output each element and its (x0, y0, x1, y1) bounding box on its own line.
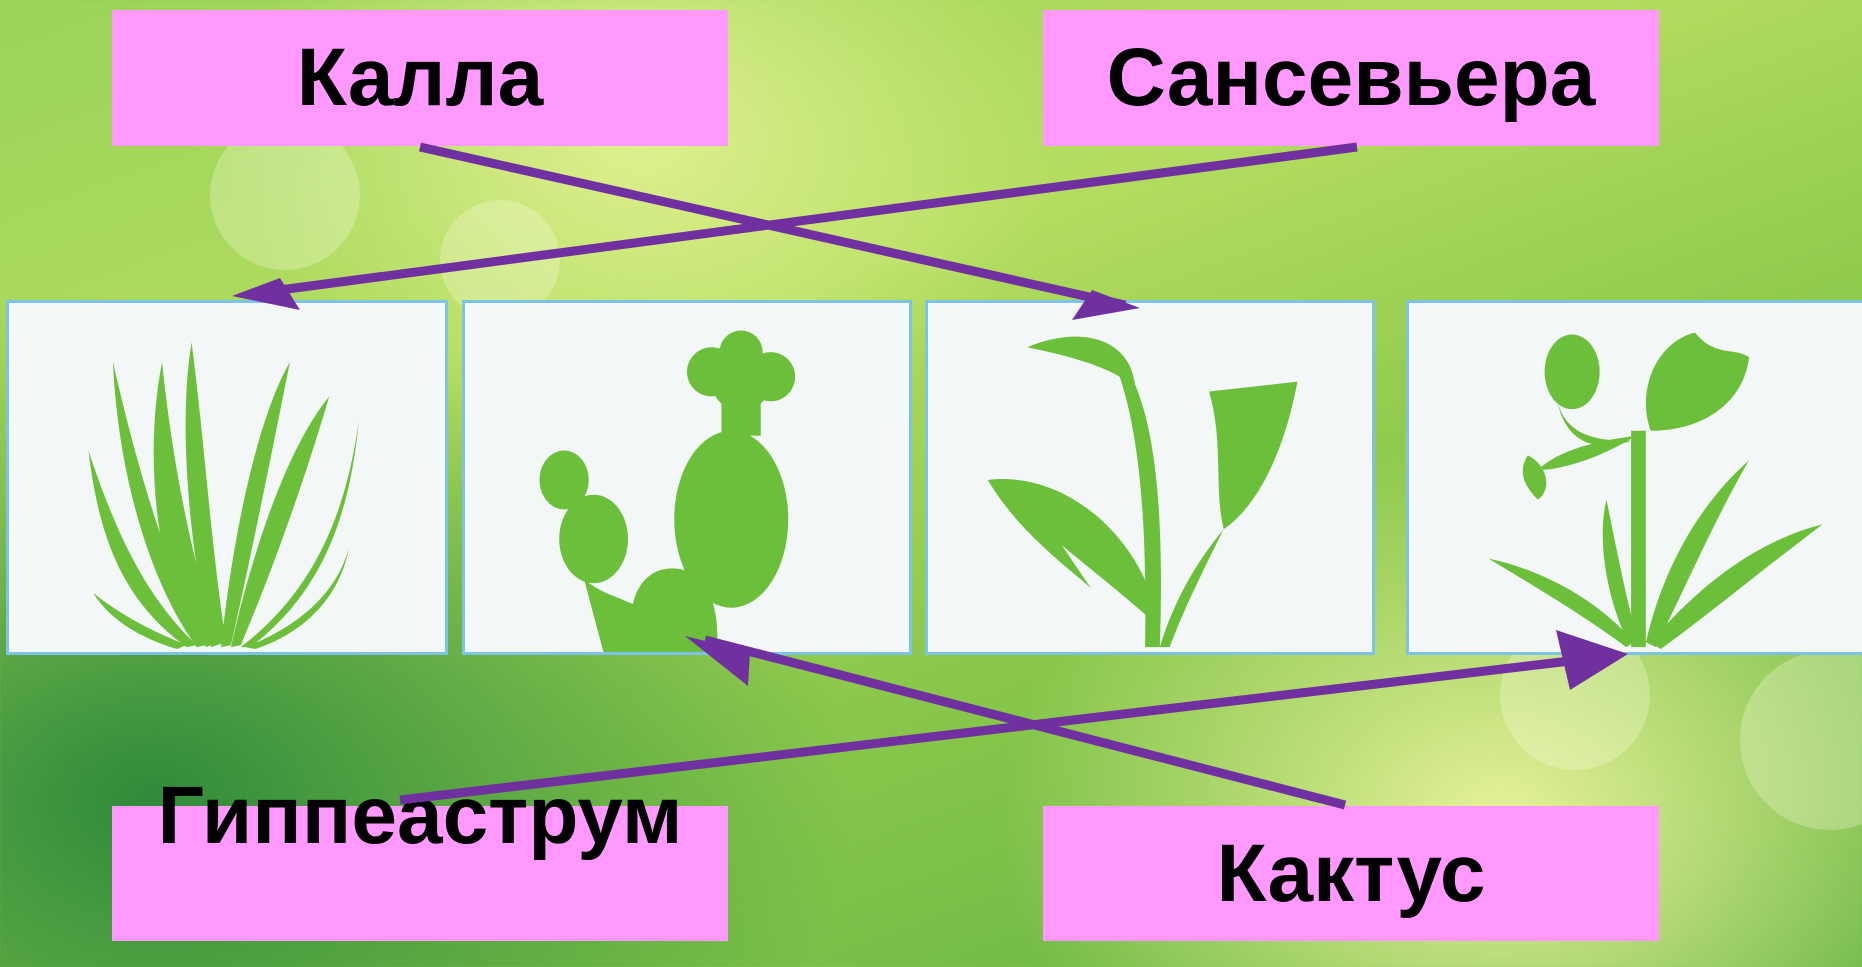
card-cactus[interactable] (462, 300, 912, 655)
arrow-sansevera-to-sansevieria (249, 142, 1358, 299)
label-kaktus[interactable]: Кактус (1043, 806, 1659, 941)
cactus-icon (539, 330, 796, 652)
calla-icon (987, 336, 1298, 648)
label-sansevera-text: Сансевьера (1106, 32, 1596, 123)
hippeastrum-icon (1488, 332, 1823, 650)
label-kaktus-text: Кактус (1216, 828, 1486, 919)
label-kalla-text: Калла (296, 32, 544, 123)
label-sansevera[interactable]: Сансевьера (1043, 10, 1659, 146)
arrow-kaktus-to-cactus (703, 635, 1347, 810)
card-calla[interactable] (925, 300, 1375, 655)
card-sansevieria[interactable] (6, 300, 448, 655)
card-hippeastrum[interactable] (1406, 300, 1862, 655)
sansevieria-icon (88, 342, 359, 650)
bokeh-circle (1740, 650, 1862, 830)
label-gippeastrum-text: Гиппеаструм (157, 770, 683, 861)
label-kalla[interactable]: Калла (112, 10, 728, 146)
label-gippeastrum[interactable]: Гиппеаструм (112, 770, 728, 941)
